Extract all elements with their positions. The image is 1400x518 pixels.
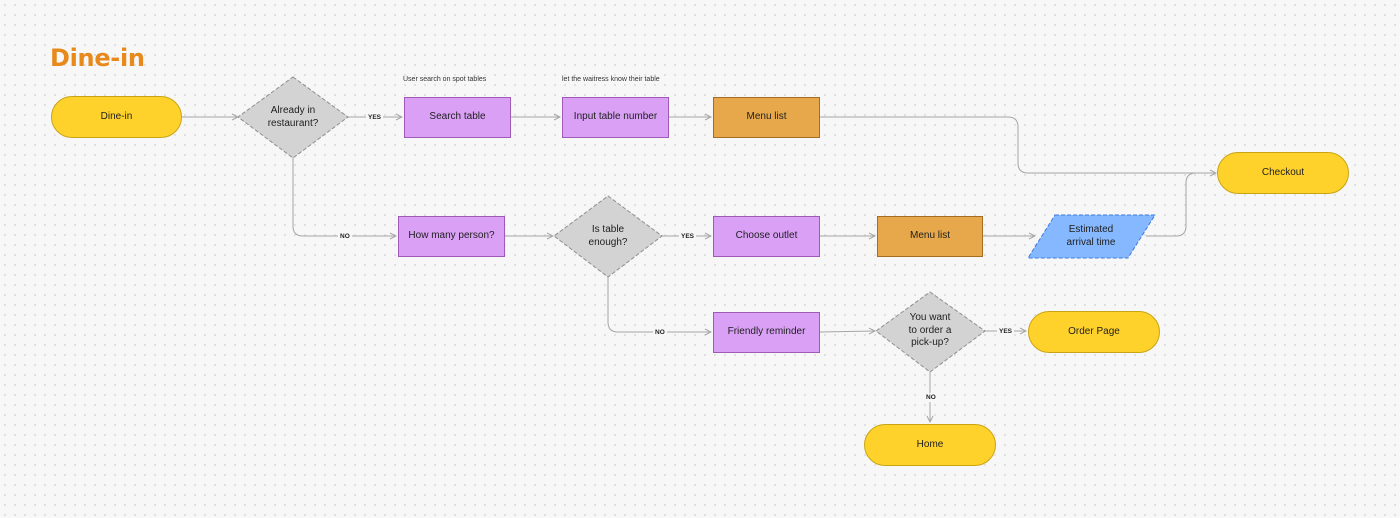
edge-label-no: NO [338, 232, 352, 241]
checkout-node-label: Checkout [1261, 166, 1305, 178]
menu-list-top-label: Menu list [746, 111, 787, 123]
edge-label-yes: YES [366, 113, 384, 122]
choose-outlet-label: Choose outlet [735, 230, 798, 242]
start-node[interactable]: Dine-in [51, 96, 182, 138]
decision-order-pickup [875, 291, 986, 373]
start-node-label: Dine-in [100, 110, 133, 122]
decision-is-table-enough [553, 195, 663, 278]
menu-list-top-node[interactable]: Menu list [713, 97, 820, 138]
is-table-enough-label: Is table enough? [588, 224, 628, 248]
edge-reminder-to-pickup [819, 331, 875, 332]
page-title: Dine-in [50, 44, 145, 72]
edge-label-no: NO [653, 328, 667, 337]
search-table-label: Search table [429, 111, 486, 123]
how-many-person-node[interactable]: How many person? [398, 216, 505, 257]
choose-outlet-node[interactable]: Choose outlet [713, 216, 820, 257]
how-many-person-label: How many person? [408, 230, 495, 242]
search-table-node[interactable]: Search table [404, 97, 511, 138]
order-page-node[interactable]: Order Page [1028, 311, 1160, 353]
input-table-number-label: Input table number [573, 111, 658, 123]
data-estimated-arrival [1027, 214, 1156, 259]
order-page-node-label: Order Page [1068, 325, 1120, 337]
edge-label-yes: YES [679, 232, 697, 241]
edge-label-no: NO [924, 393, 938, 402]
checkout-node[interactable]: Checkout [1217, 152, 1349, 194]
search-table-note: User search on spot tables [403, 76, 487, 83]
input-table-note: let the waitress know their table [562, 76, 660, 83]
home-node[interactable]: Home [864, 424, 996, 466]
decision-already-in-restaurant [237, 76, 349, 159]
edge-menu-to-checkout [820, 116, 1216, 173]
edge-table-to-reminder [607, 277, 711, 332]
friendly-reminder-label: Friendly reminder [727, 326, 806, 338]
edge-arrival-to-checkout [1146, 172, 1216, 237]
edge-decision-to-howmany [292, 158, 396, 236]
home-node-label: Home [916, 438, 944, 450]
order-pickup-label: You want to order a pick-up? [908, 312, 952, 349]
estimated-arrival-label: Estimated arrival time [1066, 224, 1116, 248]
already-in-restaurant-label: Already in restaurant? [267, 105, 319, 129]
menu-list-mid-node[interactable]: Menu list [877, 216, 983, 257]
friendly-reminder-node[interactable]: Friendly reminder [713, 312, 820, 353]
edge-label-yes: YES [997, 327, 1015, 336]
menu-list-mid-label: Menu list [909, 230, 950, 242]
input-table-number-node[interactable]: Input table number [562, 97, 669, 138]
